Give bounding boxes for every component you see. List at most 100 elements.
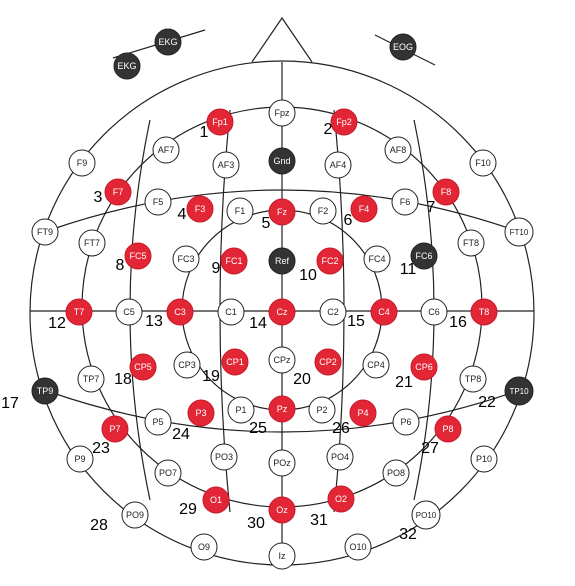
channel-number: 4 bbox=[178, 206, 187, 223]
electrode-dot bbox=[78, 229, 106, 257]
electrode-o10: O10 bbox=[344, 533, 372, 561]
channel-number: 11 bbox=[400, 261, 417, 278]
electrode-fc2: FC2 bbox=[316, 247, 344, 275]
electrode-fz: Fz bbox=[268, 198, 296, 226]
electrode-label: FT8 bbox=[463, 238, 479, 248]
electrode-dot bbox=[268, 395, 296, 423]
channel-number: 24 bbox=[172, 426, 190, 443]
electrode-p8: P8 bbox=[434, 415, 462, 443]
electrode-label: Fp2 bbox=[336, 117, 352, 127]
electrode-label: C4 bbox=[378, 307, 390, 317]
electrode-label: FC5 bbox=[129, 251, 146, 261]
electrode-c6: C6 bbox=[420, 298, 448, 326]
electrode-dot bbox=[113, 52, 141, 80]
electrode-label: CP4 bbox=[367, 360, 385, 370]
electrode-po9: PO9 bbox=[121, 501, 149, 529]
electrode-label: AF3 bbox=[218, 160, 235, 170]
electrode-label: FC2 bbox=[321, 256, 338, 266]
electrode-label: Fp1 bbox=[212, 117, 228, 127]
electrode-dot bbox=[166, 298, 194, 326]
electrode-label: P10 bbox=[476, 454, 492, 464]
electrode-cp6: CP6 bbox=[410, 353, 438, 381]
electrode-label: P7 bbox=[109, 424, 120, 434]
electrode-label: P3 bbox=[195, 408, 206, 418]
electrode-label: Gnd bbox=[273, 156, 290, 166]
electrode-po10: PO10 bbox=[411, 500, 441, 530]
electrode-label: F9 bbox=[77, 158, 88, 168]
electrode-ft10: FT10 bbox=[504, 217, 534, 247]
electrode-c4: C4 bbox=[370, 298, 398, 326]
electrode-dot bbox=[363, 245, 391, 273]
electrode-dot bbox=[268, 99, 296, 127]
electrode-t8: T8 bbox=[470, 298, 498, 326]
electrode-f8: F8 bbox=[432, 178, 460, 206]
electrode-label: P2 bbox=[316, 405, 327, 415]
electrode-label: P9 bbox=[74, 454, 85, 464]
electrode-label: EOG bbox=[393, 42, 413, 52]
electrode-f1: F1 bbox=[226, 197, 254, 225]
electrode-f7: F7 bbox=[104, 178, 132, 206]
electrode-dot bbox=[504, 376, 534, 406]
electrode-label: FC6 bbox=[415, 251, 432, 261]
channel-number: 5 bbox=[262, 215, 271, 232]
electrode-label: O2 bbox=[335, 494, 347, 504]
channel-number: 32 bbox=[399, 526, 417, 543]
electrode-p4: P4 bbox=[349, 399, 377, 427]
electrode-label: FT7 bbox=[84, 238, 100, 248]
electrode-dot bbox=[326, 443, 354, 471]
electrode-dot bbox=[66, 445, 94, 473]
electrode-poz: POz bbox=[268, 449, 296, 477]
electrode-label: TP7 bbox=[83, 374, 100, 384]
electrode-fpz: Fpz bbox=[268, 99, 296, 127]
channel-number: 6 bbox=[344, 212, 353, 229]
electrode-dot bbox=[434, 415, 462, 443]
electrode-label: F5 bbox=[153, 197, 164, 207]
electrode-label: TP10 bbox=[509, 387, 529, 396]
channel-number: 28 bbox=[90, 517, 108, 534]
electrode-dot bbox=[268, 542, 296, 570]
electrode-dot bbox=[308, 396, 336, 424]
electrode-af8: AF8 bbox=[384, 136, 412, 164]
channel-number: 29 bbox=[179, 501, 197, 518]
electrode-label: Cz bbox=[277, 307, 288, 317]
electrode-tp7: TP7 bbox=[77, 365, 105, 393]
electrode-label: CP5 bbox=[134, 362, 152, 372]
electrode-label: F7 bbox=[113, 187, 124, 197]
electrode-dot bbox=[210, 443, 238, 471]
electrode-label: POz bbox=[273, 458, 291, 468]
electrode-c3: C3 bbox=[166, 298, 194, 326]
electrode-dot bbox=[389, 33, 417, 61]
electrode-label: P6 bbox=[400, 417, 411, 427]
electrode-dot bbox=[202, 486, 230, 514]
channel-number: 10 bbox=[299, 267, 317, 284]
electrode-dot bbox=[144, 188, 172, 216]
electrode-ft9: FT9 bbox=[31, 218, 59, 246]
electrode-af3: AF3 bbox=[212, 151, 240, 179]
channel-number: 12 bbox=[48, 315, 66, 332]
electrode-f2: F2 bbox=[309, 197, 337, 225]
electrode-dot bbox=[362, 351, 390, 379]
electrode-cpz: CPz bbox=[268, 346, 296, 374]
electrode-o2: O2 bbox=[327, 485, 355, 513]
channel-number: 18 bbox=[114, 371, 132, 388]
electrode-dot bbox=[217, 298, 245, 326]
electrode-dot bbox=[384, 136, 412, 164]
channel-number: 3 bbox=[94, 189, 103, 206]
electrode-label: F2 bbox=[318, 206, 329, 216]
electrode-p9: P9 bbox=[66, 445, 94, 473]
parietal-arc bbox=[49, 391, 515, 433]
electrode-label: PO7 bbox=[159, 468, 177, 478]
electrode-po8: PO8 bbox=[382, 459, 410, 487]
electrode-dot bbox=[392, 408, 420, 436]
electrode-fp2: Fp2 bbox=[330, 108, 358, 136]
electrode-label: EKG bbox=[158, 37, 177, 47]
channel-number: 15 bbox=[347, 313, 365, 330]
electrode-f9: F9 bbox=[68, 149, 96, 177]
electrode-label: C5 bbox=[123, 307, 135, 317]
electrode-dot bbox=[268, 449, 296, 477]
electrode-label: O10 bbox=[349, 542, 366, 552]
electrode-ft8: FT8 bbox=[457, 229, 485, 257]
electrode-label: P8 bbox=[442, 424, 453, 434]
electrode-dot bbox=[121, 501, 149, 529]
